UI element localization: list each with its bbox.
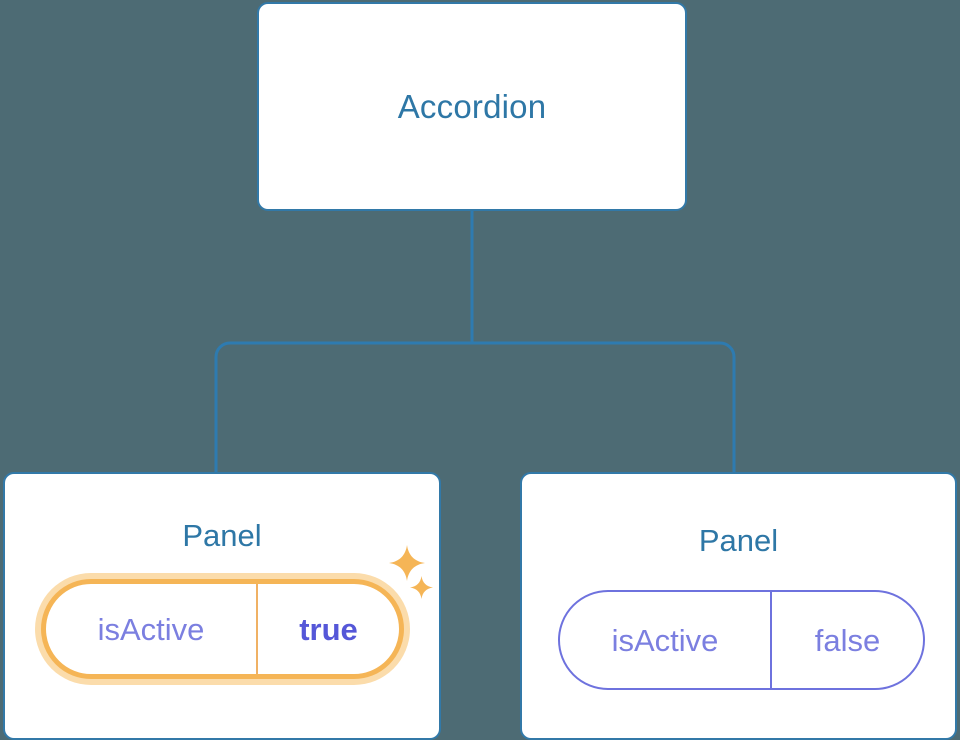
prop-key-label: isActive bbox=[46, 584, 258, 674]
node-panel-left-title: Panel bbox=[182, 518, 262, 553]
node-panel-right-title: Panel bbox=[698, 523, 779, 558]
node-panel-left[interactable]: Panel isActive true bbox=[3, 472, 441, 740]
node-accordion-title: Accordion bbox=[397, 88, 547, 125]
prop-pill-isactive-false[interactable]: isActive false bbox=[558, 590, 925, 690]
prop-value-label: false bbox=[814, 622, 881, 658]
edge-accordion-to-panels bbox=[214, 341, 736, 474]
prop-pill-isactive-true[interactable]: isActive true bbox=[41, 579, 404, 679]
node-panel-right[interactable]: Panel isActive false bbox=[520, 472, 957, 740]
prop-value-label: true bbox=[299, 611, 358, 647]
prop-key-label: isActive bbox=[560, 592, 772, 688]
node-accordion[interactable]: Accordion bbox=[257, 2, 687, 211]
